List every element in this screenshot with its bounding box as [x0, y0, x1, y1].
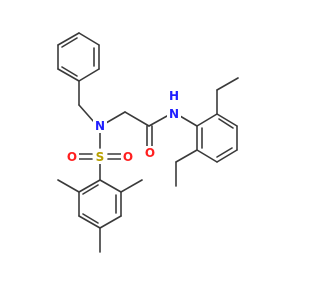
bond [78, 104, 95, 123]
atom-N-amide: N [169, 107, 179, 121]
molecule-structure: N H N O O S O [57, 32, 239, 253]
bond [196, 113, 218, 127]
bond [196, 149, 218, 163]
bond [57, 32, 80, 46]
bond [175, 149, 198, 163]
bond [216, 147, 233, 158]
atom-labels: N H N O O S O [65, 89, 181, 164]
bond [124, 111, 150, 127]
bond [120, 179, 143, 193]
atom-O-sulfonyl-right: O [123, 150, 133, 164]
bond [218, 118, 234, 129]
bond [148, 115, 168, 127]
bond [82, 184, 99, 195]
bond [82, 213, 99, 224]
bond [216, 77, 239, 91]
atom-O-sulfonyl-left: O [67, 150, 77, 164]
bond [78, 215, 101, 229]
bonds [57, 32, 239, 253]
bond [61, 37, 78, 48]
bond [216, 149, 238, 163]
bond [216, 113, 238, 127]
atom-N-sulfonamide: N [95, 119, 105, 133]
bond [105, 111, 126, 124]
atom-S-sulfonyl: S [96, 150, 105, 164]
bond [61, 66, 78, 77]
bond [78, 68, 100, 82]
atom-H-amide: H [169, 89, 179, 103]
bond [57, 68, 80, 82]
bond [57, 179, 80, 193]
bond [99, 215, 122, 229]
bond [179, 115, 198, 127]
bond [78, 179, 101, 193]
bond [99, 179, 122, 193]
bond [78, 32, 100, 46]
atom-O-carbonyl: O [145, 146, 155, 160]
